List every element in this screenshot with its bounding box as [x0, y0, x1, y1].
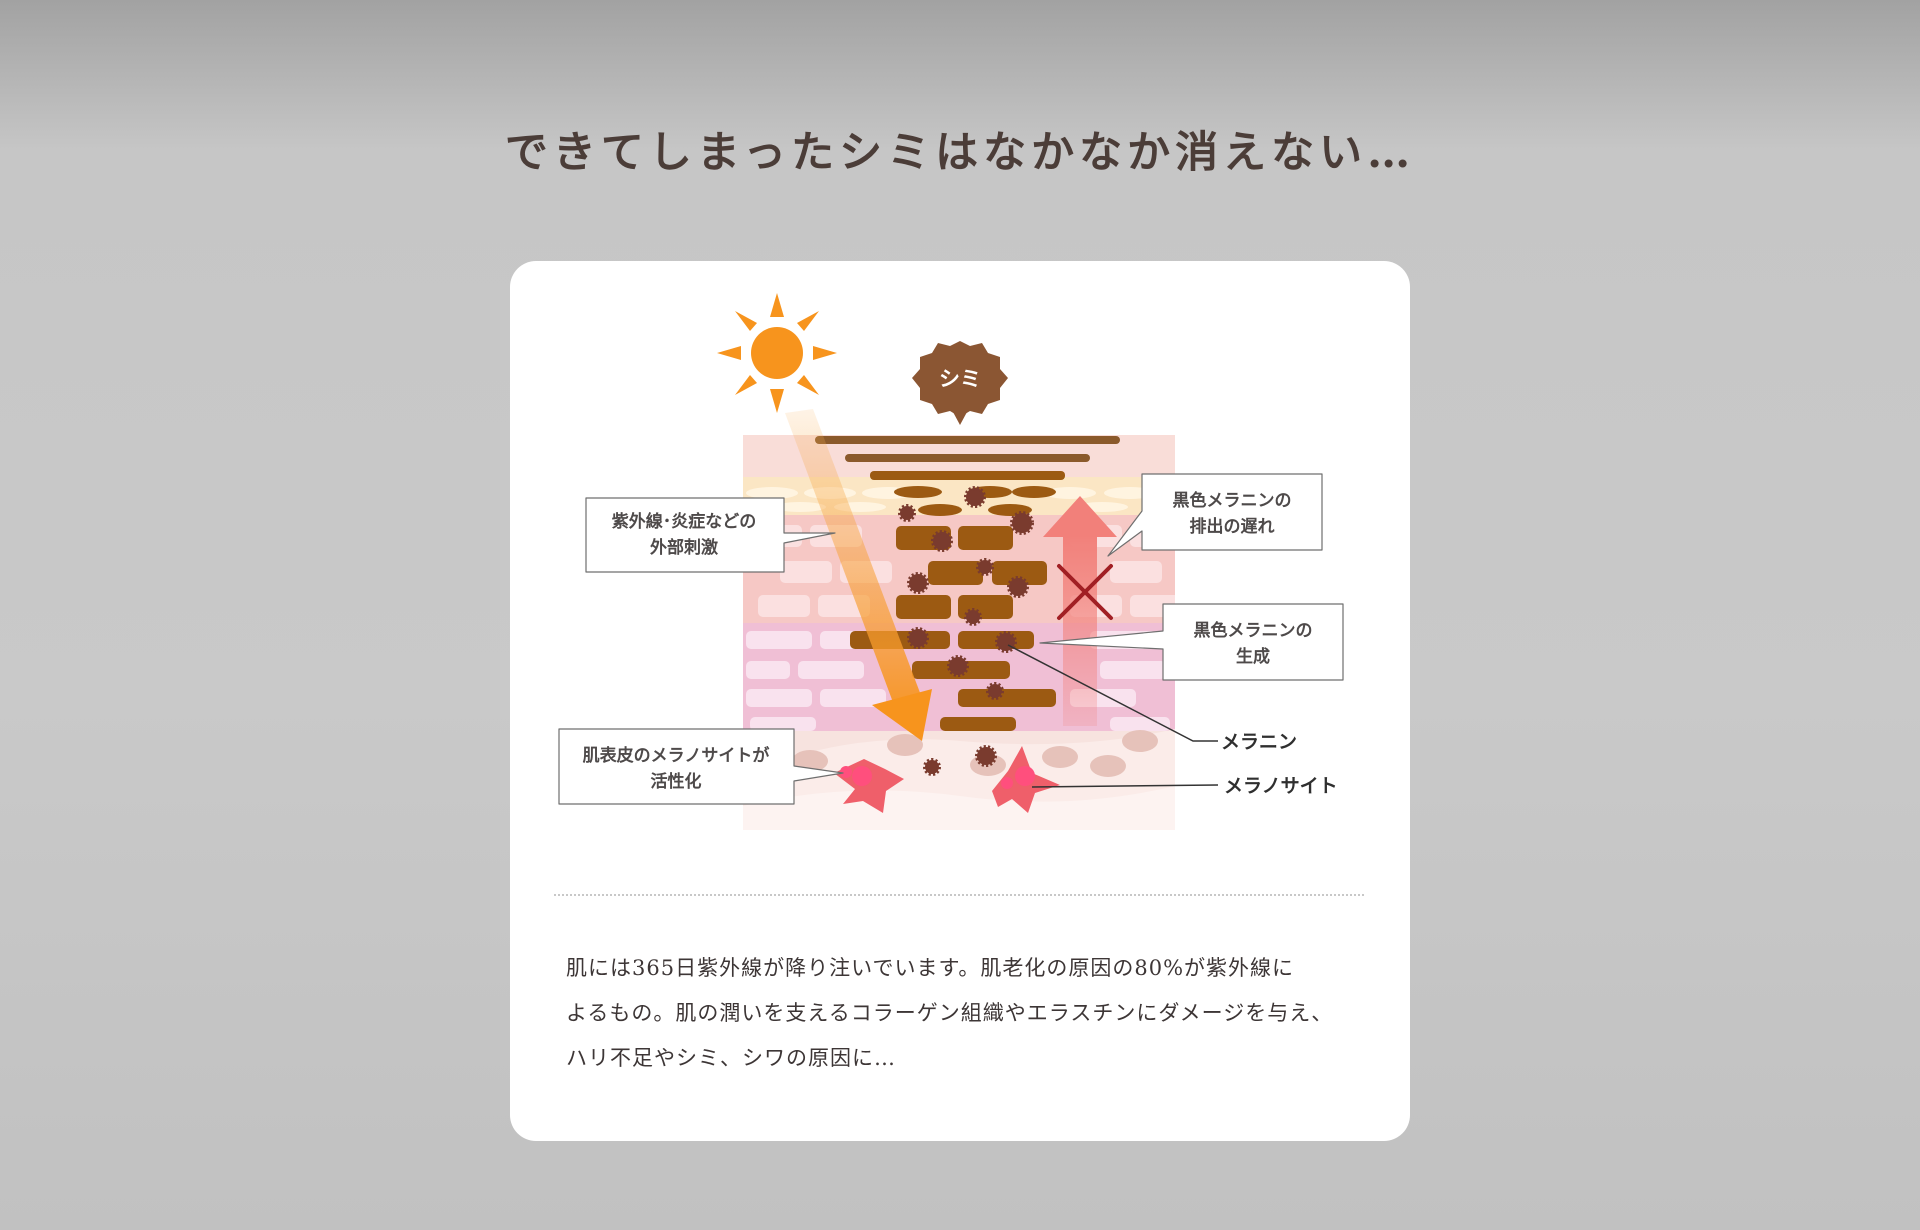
callout-uv-line1: 紫外線･炎症などの — [612, 511, 757, 532]
body-line: よるもの。肌の潤いを支えるコラーゲン組織やエラスチンにダメージを与え、 — [566, 1001, 1334, 1025]
callout-excretion-line1: 黒色メラニンの — [1173, 490, 1292, 511]
leader-line-melanocyte — [1031, 784, 1219, 788]
callout-excretion-line2: 排出の遅れ — [1190, 516, 1275, 537]
dotted-divider — [554, 894, 1364, 896]
melanocyte-cell — [834, 759, 904, 813]
cross-icon — [1057, 564, 1113, 620]
page-headline: できてしまったシミはなかなか消えない… — [504, 128, 1416, 178]
callout-generation-line2: 生成 — [1236, 646, 1270, 667]
excretion-arrow-icon — [1043, 496, 1117, 726]
uv-arrow-icon — [785, 409, 932, 741]
body-line: ハリ不足やシミ、シワの原因に… — [566, 1046, 896, 1070]
info-card: シミ 紫外線･炎症などの 外部刺激 黒色メラニンの 排出の遅れ 黒 — [510, 261, 1410, 1141]
callout-melanocyte-activation: 肌表皮のメラノサイトが 活性化 — [558, 728, 844, 805]
leader-line-melanin — [1007, 644, 1218, 742]
callout-activation-line2: 活性化 — [651, 771, 702, 792]
spot-badge: シミ — [912, 341, 1008, 425]
label-melanin: メラニン — [1221, 731, 1297, 753]
callout-activation-line1: 肌表皮のメラノサイトが — [583, 745, 770, 766]
callout-uv-stimulus: 紫外線･炎症などの 外部刺激 — [585, 497, 836, 573]
spot-badge-label: シミ — [939, 367, 981, 391]
callout-generation-line1: 黒色メラニンの — [1194, 620, 1313, 641]
callout-melanin-generation: 黒色メラニンの 生成 — [1039, 603, 1344, 681]
label-melanocyte: メラノサイト — [1224, 775, 1338, 797]
callout-excretion-delay: 黒色メラニンの 排出の遅れ — [1107, 473, 1323, 557]
sun-icon — [717, 293, 837, 413]
skin-diagram: シミ 紫外線･炎症などの 外部刺激 黒色メラニンの 排出の遅れ 黒 — [558, 293, 1344, 830]
melanocyte-cell — [992, 746, 1060, 813]
body-paragraph: 肌には365日紫外線が降り注いでいます。肌老化の原因の80%が紫外線に よるもの… — [566, 946, 1366, 1081]
melanin-particles — [898, 486, 1034, 776]
body-line: 肌には365日紫外線が降り注いでいます。肌老化の原因の80%が紫外線に — [566, 956, 1295, 980]
callout-uv-line2: 外部刺激 — [650, 537, 718, 558]
